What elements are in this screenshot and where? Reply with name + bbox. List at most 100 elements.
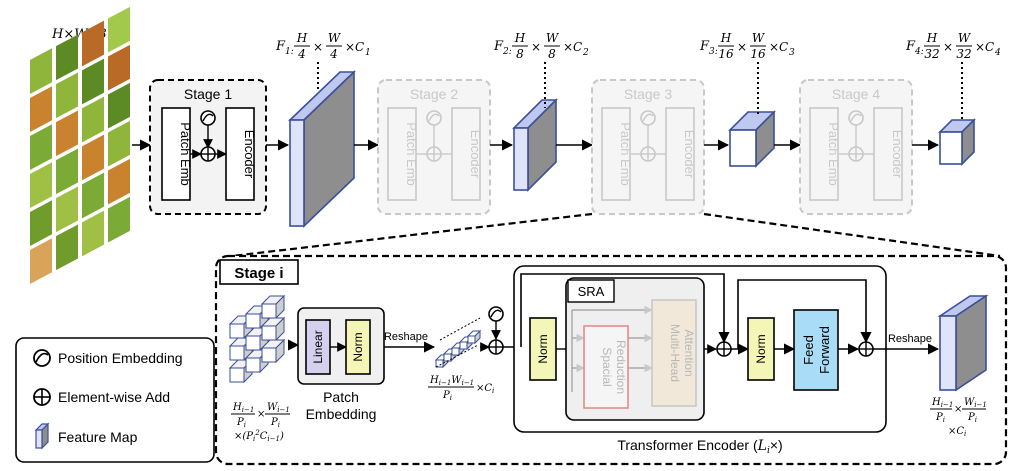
image-tile (56, 224, 78, 271)
svg-text:×C: ×C (345, 40, 364, 54)
input-dims: Hi−1 Pi × Wi−1 Pi ×(Pi2Ci−1) (231, 402, 290, 443)
encoder-norm-1 (529, 317, 557, 381)
svg-text:4:: 4: (914, 47, 924, 57)
stage-i-position-embedding-icon (488, 306, 504, 322)
image-tile (56, 110, 78, 157)
svg-text:Patch Emb: Patch Emb (826, 122, 841, 186)
transformer-encoder-label: Transformer Encoder (Li×) (617, 437, 782, 456)
svg-text:F: F (699, 39, 710, 54)
svg-text:W: W (958, 31, 972, 45)
position-embedding-icon (33, 349, 51, 367)
svg-text:Encoder: Encoder (468, 130, 483, 179)
svg-text:Pi: Pi (236, 417, 246, 429)
stage-1-title: Stage 1 (184, 86, 232, 102)
svg-text:Norm: Norm (754, 334, 768, 363)
svg-text:Attention: Attention (682, 329, 696, 376)
image-tile (30, 48, 52, 94)
image-tile (30, 162, 52, 208)
svg-text:Spacial: Spacial (600, 347, 614, 386)
linear-block (305, 319, 331, 375)
svg-text:16: 16 (750, 47, 766, 61)
legend-box (15, 337, 215, 463)
spatial-reduction-block (583, 325, 629, 409)
input-image-mosaic (30, 6, 130, 284)
token-sequence-dims: Hi−1Wi−1 Pi ×Ci (428, 375, 494, 402)
patch-embedding-label: Patch (323, 389, 359, 405)
svg-text:3:: 3: (709, 47, 718, 57)
image-tile (56, 34, 78, 81)
svg-text:H: H (720, 31, 732, 45)
image-tile (108, 82, 130, 129)
svg-text:Pi: Pi (270, 417, 280, 429)
svg-text:W: W (752, 31, 766, 45)
svg-text:F: F (275, 39, 286, 54)
svg-text:8: 8 (516, 47, 524, 61)
svg-text:4: 4 (329, 47, 338, 61)
svg-text:Encoder: Encoder (682, 130, 697, 179)
image-tile (82, 58, 104, 105)
feed-forward-block (793, 309, 839, 391)
svg-text:×: × (257, 409, 265, 420)
svg-text:Patch Emb: Patch Emb (178, 122, 193, 186)
token (466, 329, 482, 345)
image-tile (82, 96, 104, 143)
image-tile (30, 86, 52, 132)
svg-text:1:: 1: (285, 47, 294, 57)
output-dims: Hi−1 Pi × Wi−1 Pi ×Ci (930, 397, 987, 438)
feature-cube (260, 316, 286, 342)
stage-4-box: Stage 4 Patch Emb Encoder (799, 79, 913, 215)
svg-text:32: 32 (924, 47, 939, 61)
svg-text:Wi−1: Wi−1 (267, 402, 290, 414)
svg-text:Wi−1: Wi−1 (964, 397, 987, 409)
svg-text:×: × (737, 40, 747, 54)
legend-feature-map: Feature Map (34, 422, 138, 450)
image-tile (56, 186, 78, 233)
feature-cube (260, 294, 286, 320)
svg-text:Norm: Norm (351, 332, 365, 361)
image-tile (82, 134, 104, 181)
multi-head-attention-block (651, 299, 697, 407)
patch-embed-norm-block (345, 319, 371, 375)
svg-text:Pi: Pi (442, 390, 452, 402)
svg-text:3: 3 (789, 48, 795, 58)
svg-text:×: × (313, 40, 323, 54)
stage-4-title: Stage 4 (832, 86, 880, 102)
feature-map-f3 (728, 110, 776, 168)
svg-text:Position Embedding: Position Embedding (58, 350, 183, 366)
image-tile (108, 120, 130, 167)
stage-i-title: Stage i (234, 265, 283, 282)
svg-text:Norm: Norm (536, 334, 550, 363)
svg-text:H: H (926, 31, 938, 45)
image-tile (82, 172, 104, 219)
feature-map-f4 (938, 118, 976, 166)
svg-text:W: W (328, 31, 342, 45)
stage-i-input-feature-map (228, 294, 286, 384)
svg-text:Encoder: Encoder (890, 130, 905, 179)
stage-2-box: Stage 2 Patch Emb Encoder (377, 79, 491, 215)
reshape-label-1: Reshape (384, 331, 428, 343)
svg-text:Hi−1Wi−1: Hi−1Wi−1 (429, 375, 474, 387)
legend-element-wise-add: Element-wise Add (33, 388, 170, 406)
svg-text:Pi: Pi (967, 412, 977, 424)
image-tile (30, 124, 52, 170)
svg-text:8: 8 (548, 47, 556, 61)
svg-text:Hi−1: Hi−1 (232, 402, 254, 414)
legend-position-embedding: Position Embedding (33, 349, 183, 367)
image-tile (108, 158, 130, 205)
svg-text:1: 1 (365, 48, 371, 58)
svg-text:2:: 2: (502, 47, 512, 57)
svg-text:4: 4 (297, 47, 306, 61)
stage-1-box: Stage 1 Patch Emb Encoder (149, 79, 267, 215)
image-tile (30, 200, 52, 246)
svg-text:×: × (943, 40, 953, 54)
svg-text:4: 4 (994, 48, 1001, 58)
reshape-label-2: Reshape (888, 333, 932, 345)
encoder-norm-2 (747, 317, 775, 381)
image-tile (56, 72, 78, 119)
svg-text:×: × (954, 404, 962, 415)
